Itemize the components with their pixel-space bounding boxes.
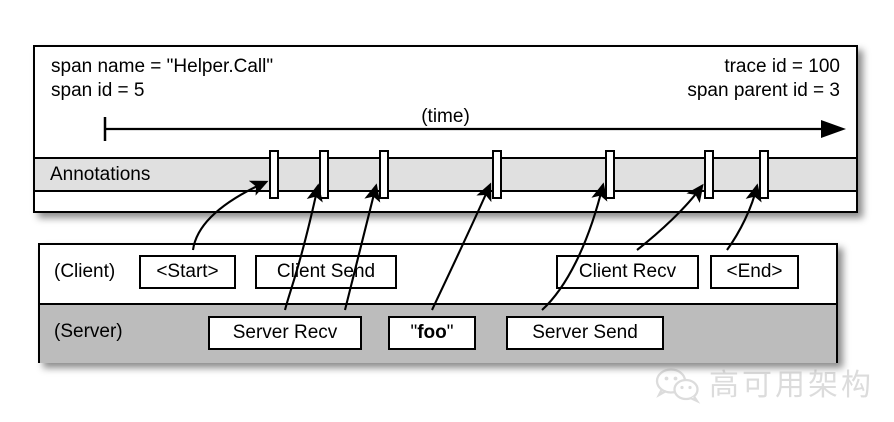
wechat-icon xyxy=(655,368,701,404)
client-event-box-3[interactable]: Client Recv xyxy=(556,255,699,289)
annotation-marker-1[interactable] xyxy=(269,150,279,199)
client-event-box-4[interactable]: <End> xyxy=(710,255,799,289)
span-meta-left: span name = "Helper.Call" span id = 5 xyxy=(51,56,274,101)
span-meta-right: trace id = 100 span parent id = 3 xyxy=(687,56,840,101)
annotation-marker-3[interactable] xyxy=(379,150,389,199)
client-event-box-1[interactable]: <Start> xyxy=(139,255,236,289)
annotations-label: Annotations xyxy=(50,164,151,185)
server-row: (Server) Server Recv "foo" Server Send xyxy=(40,303,836,363)
server-row-label: (Server) xyxy=(54,321,123,342)
annotation-marker-5[interactable] xyxy=(605,150,615,199)
client-row-label: (Client) xyxy=(54,261,116,282)
client-event-box-2[interactable]: Client Send xyxy=(255,255,397,289)
server-event-box-1[interactable]: Server Recv xyxy=(208,316,362,350)
annotation-marker-6[interactable] xyxy=(704,150,714,199)
server-event-box-3[interactable]: Server Send xyxy=(506,316,664,350)
annotation-marker-2[interactable] xyxy=(319,150,329,199)
server-event-box-2[interactable]: "foo" xyxy=(388,316,476,350)
time-axis xyxy=(103,117,846,141)
client-row: (Client) <Start> Client Send Client Recv <E… xyxy=(40,245,836,303)
watermark-text: 高可用架构 xyxy=(709,368,874,403)
span-panel: span name = "Helper.Call" span id = 5 tr… xyxy=(33,45,858,213)
annotation-marker-4[interactable] xyxy=(492,150,502,199)
roles-panel: (Client) <Start> Client Send Client Recv <E… xyxy=(38,243,838,363)
watermark: 高可用架构 xyxy=(655,360,894,412)
annotations-band: Annotations xyxy=(35,157,856,192)
time-axis-label: (time) xyxy=(414,107,477,127)
annotation-marker-7[interactable] xyxy=(759,150,769,199)
